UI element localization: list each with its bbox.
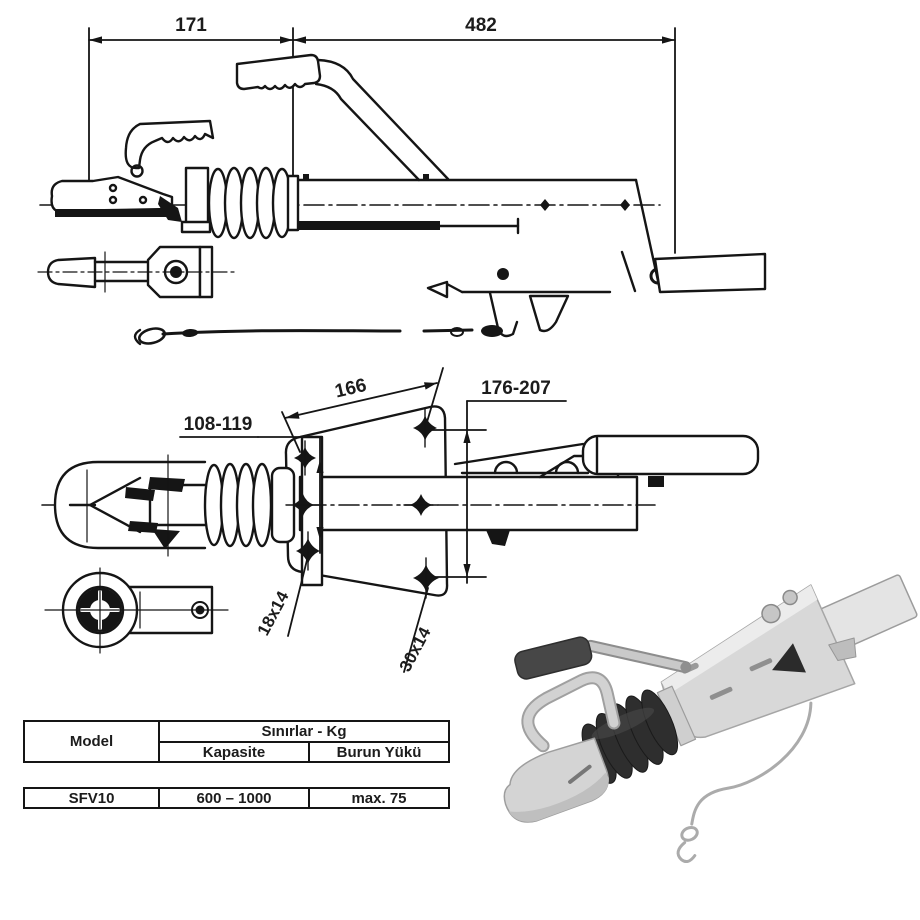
limits-group: Sınırlar - Kg Kapasite Burun Yükü — [160, 722, 448, 761]
side-view-drawing: 171 482 — [37, 15, 767, 346]
dim-label-482: 482 — [465, 15, 497, 36]
coupling-head-side — [50, 119, 215, 222]
handle-top — [453, 434, 760, 487]
cell-nose-load: max. 75 — [351, 789, 407, 807]
product-photo — [503, 574, 918, 864]
photo-lever — [586, 641, 690, 672]
photo-triangle-detail — [772, 643, 806, 673]
photo-coupling-head — [503, 671, 621, 823]
bellows-side — [180, 166, 300, 240]
dim-label-171: 171 — [175, 15, 207, 36]
photo-grip — [514, 636, 593, 680]
dim-label-108-119: 108-119 — [184, 414, 253, 435]
dim-166 — [281, 367, 444, 453]
dim-108-119 — [179, 436, 324, 554]
photo-pivot — [680, 662, 691, 673]
spec-table-row: SFV10 600 – 1000 max. 75 — [23, 787, 450, 809]
cell-capacity: 600 – 1000 — [160, 789, 310, 807]
top-view-drawing: 166 176-207 108-119 18x14 30x14 — [41, 367, 760, 675]
handbrake-lever — [235, 53, 450, 182]
bolt-hole-symbols — [285, 408, 439, 599]
dim-label-166: 166 — [333, 375, 369, 403]
slot-label-30x14: 30x14 — [396, 624, 435, 675]
dim-176-207 — [431, 400, 567, 584]
slot-leaders — [287, 559, 429, 673]
spec-table-header: Model Sınırlar - Kg Kapasite Burun Yükü — [23, 720, 450, 763]
col-header-nose-load: Burun Yükü — [336, 743, 422, 761]
bellows-top — [203, 462, 296, 548]
breakaway-cable-side — [133, 325, 503, 346]
coupling-head-top — [53, 454, 207, 557]
photo-safety-cable — [676, 701, 813, 864]
photo-slot — [749, 658, 773, 672]
photo-bolt — [761, 603, 781, 624]
col-header-capacity: Kapasite — [160, 743, 310, 761]
housing-side — [290, 174, 667, 338]
towing-eye-side — [37, 245, 236, 299]
photo-latch — [828, 637, 857, 662]
cell-model: SFV10 — [25, 789, 160, 807]
drawbar-tube-side — [653, 252, 767, 294]
col-group-limits: Sınırlar - Kg — [160, 722, 448, 743]
slot-label-18x14: 18x14 — [254, 588, 293, 639]
dim-label-176-207: 176-207 — [481, 378, 551, 399]
towing-eye-top — [44, 567, 229, 654]
col-header-model: Model — [25, 722, 160, 761]
photo-slot — [709, 686, 733, 700]
photo-bolt — [782, 589, 798, 606]
